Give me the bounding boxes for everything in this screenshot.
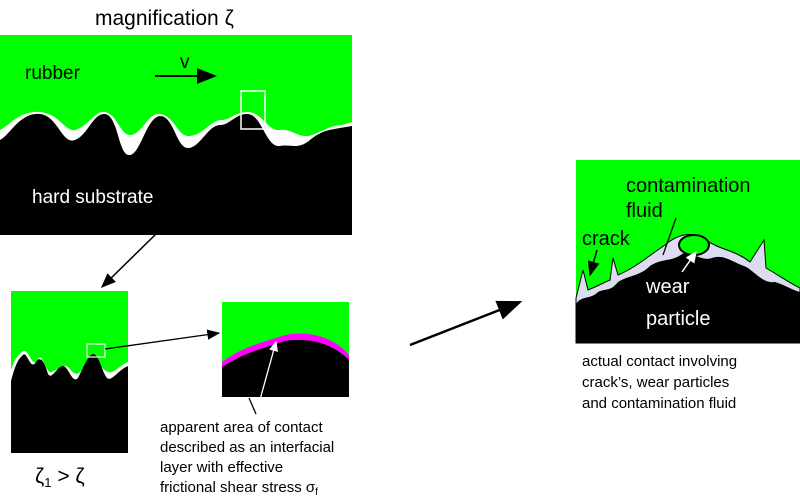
top-panel: rubber v hard substrate <box>0 35 352 235</box>
velocity-label: v <box>180 52 190 73</box>
svg-text:crack’s, wear particles: crack’s, wear particles <box>582 374 729 391</box>
svg-text:wear: wear <box>645 276 690 298</box>
svg-text:and contamination fluid: and contamination fluid <box>582 395 736 412</box>
zoom-arrow-1 <box>100 129 263 289</box>
zoom-box <box>240 90 266 130</box>
svg-text:actual contact involving: actual contact involving <box>582 353 737 370</box>
magnification-caption: ζ1 > ζ <box>35 465 85 490</box>
transition-arrow <box>409 300 523 347</box>
wear-particle <box>678 234 710 256</box>
svg-text:fluid: fluid <box>626 200 663 222</box>
magnified-panel <box>11 291 128 453</box>
svg-text:described as an interfacial: described as an interfacial <box>160 439 334 456</box>
svg-text:layer with effective: layer with effective <box>160 459 283 476</box>
actual-contact-panel: contamination fluid crack wear particle <box>575 160 800 344</box>
actual-contact-caption: actual contact involving crack’s, wear p… <box>582 353 737 412</box>
interface-caption: apparent area of contact described as an… <box>160 419 334 498</box>
svg-text:frictional shear stress σf: frictional shear stress σf <box>160 479 318 498</box>
substrate-region <box>0 113 352 235</box>
svg-text:apparent area of contact: apparent area of contact <box>160 419 323 436</box>
zoom-arrow-2 <box>104 329 221 350</box>
svg-text:crack: crack <box>582 228 631 250</box>
layer-pointer-arrow <box>255 340 278 415</box>
substrate-label: hard substrate <box>32 187 153 208</box>
interface-panel <box>222 302 349 397</box>
rubber-label: rubber <box>25 63 81 84</box>
svg-text:particle: particle <box>646 308 710 330</box>
title: magnification ζ <box>95 7 234 30</box>
svg-text:contamination: contamination <box>626 175 751 197</box>
